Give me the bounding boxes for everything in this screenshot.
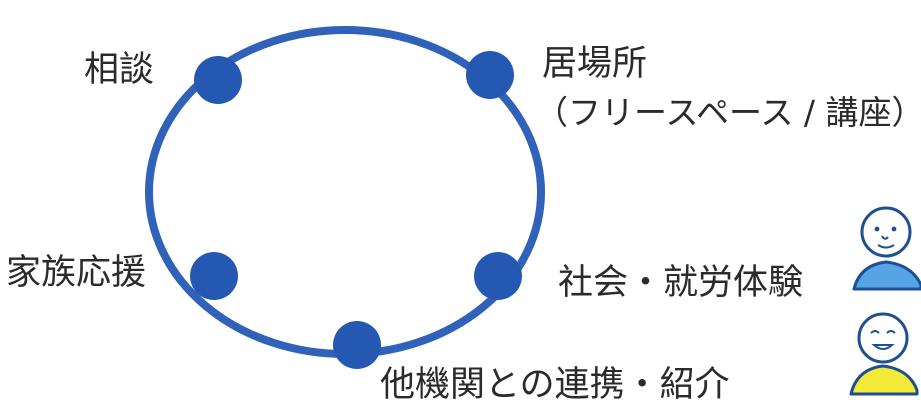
node-family [190,252,238,300]
label-social: 社会・就労体験 [558,263,804,303]
person-blue-icon [852,206,921,291]
label-linkage: 他機関との連携・紹介 [380,365,730,405]
node-social [474,252,522,300]
person-yellow-icon [849,312,919,396]
node-place [466,51,514,99]
label-consultation: 相談 [84,50,155,90]
label-family: 家族応援 [6,253,147,293]
label-place-detail: （フリースペース / 講座） [535,93,921,132]
node-linkage [333,321,381,369]
label-place: 居場所 [542,44,648,84]
node-consultation [194,56,242,104]
